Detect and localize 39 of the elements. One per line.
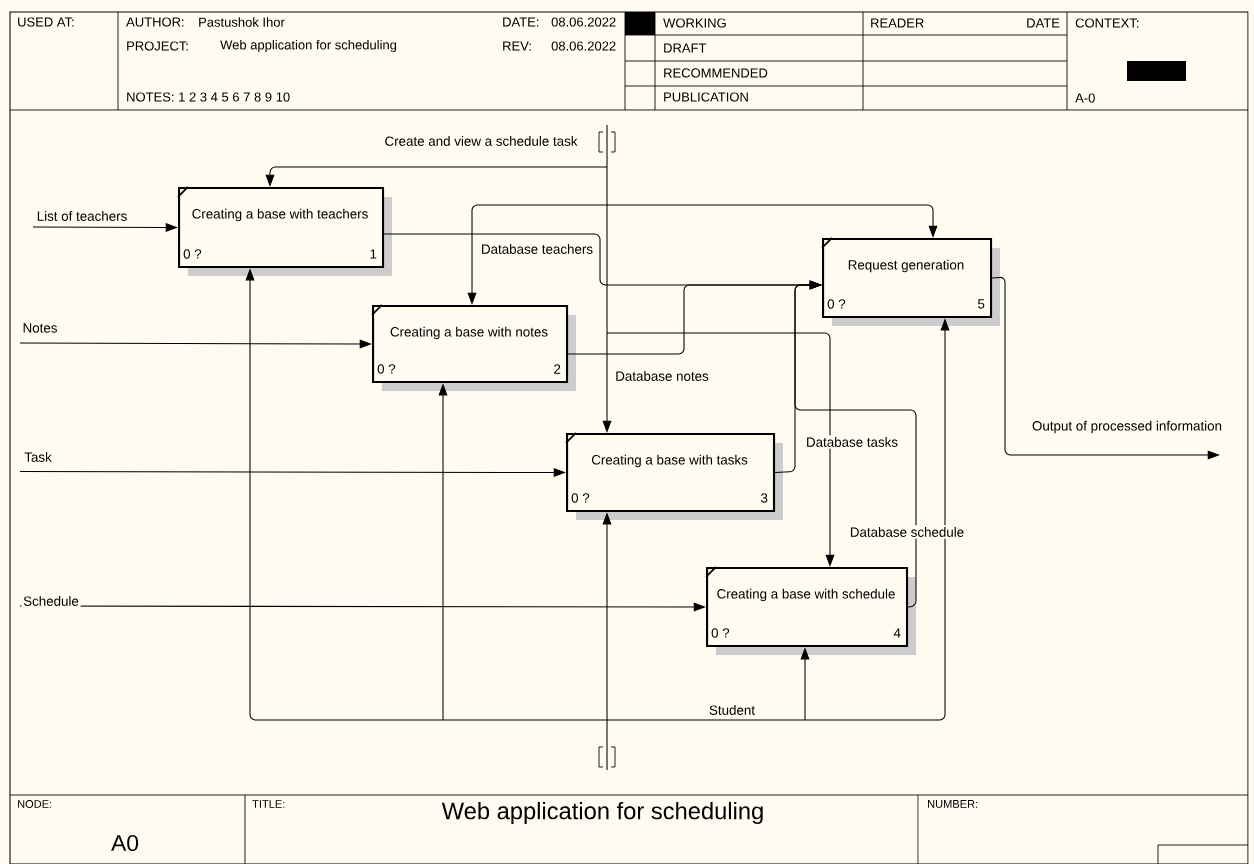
- form-label: PROJECT:: [127, 41, 188, 51]
- form-label: AUTHOR:: [126, 17, 184, 27]
- diagram-title: Web application for scheduling: [441, 801, 763, 825]
- edge-label: Database teachers: [479, 242, 595, 256]
- arrow: [794, 280, 917, 608]
- form-label: Web application for scheduling: [220, 39, 397, 53]
- form-label: REV:: [503, 41, 531, 51]
- form-label: CONTEXT:: [1075, 18, 1139, 28]
- edge-label: Database notes: [613, 369, 711, 383]
- form-label: READER: [871, 18, 924, 28]
- edge-label: Create and view a schedule task: [382, 134, 580, 148]
- form-label: DATE: [1027, 18, 1060, 28]
- edge-label: Output of processed information: [1030, 419, 1224, 435]
- activity-box: Request generation 0 ? 5: [821, 237, 1000, 326]
- edge-label: List of teachers: [34, 209, 130, 223]
- activity-box: Creating a base with notes 0 ? 2: [371, 304, 576, 391]
- activity-box: Creating a base with schedule 0 ? 4: [705, 566, 916, 655]
- edge-label: Schedule: [21, 594, 81, 608]
- form-label: USED AT:: [18, 17, 74, 27]
- form-label: RECOMMENDED: [664, 68, 768, 78]
- form-label: A-0: [1075, 93, 1095, 103]
- form-label: 08.06.2022: [551, 17, 616, 27]
- activity-box: Creating a base with tasks 0 ? 3: [565, 432, 783, 520]
- form-label: Pastushok Ihor: [199, 17, 285, 27]
- form-label: NOTES: 1 2 3 4 5 6 7 8 9 10: [127, 92, 290, 102]
- form-label: DRAFT: [664, 43, 707, 53]
- edge-label: Database schedule: [848, 525, 966, 539]
- edge-label: Student: [707, 703, 757, 717]
- form-label: NODE:: [18, 800, 52, 808]
- form-label: DATE:: [503, 17, 539, 27]
- edge-label: Database tasks: [804, 435, 900, 449]
- form-label: WORKING: [663, 18, 726, 28]
- form-label: NUMBER:: [928, 800, 978, 808]
- form-label: A0: [111, 834, 139, 852]
- edge-label: Task: [22, 450, 54, 464]
- form-label: PUBLICATION: [664, 92, 748, 102]
- activity-box: Creating a base with teachers 0 ? 1: [177, 186, 392, 276]
- form-label: TITLE:: [252, 800, 285, 808]
- form-label: 08.06.2022: [551, 41, 616, 51]
